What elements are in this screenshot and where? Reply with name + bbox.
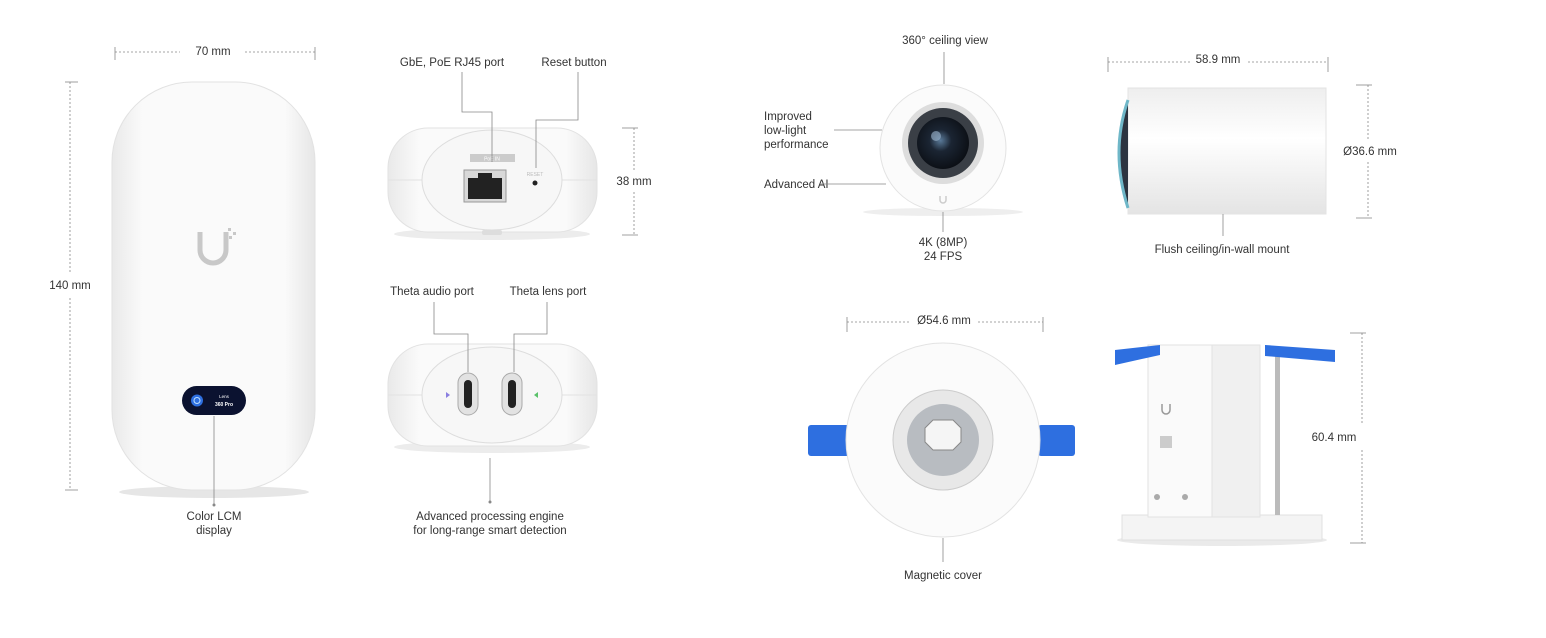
ubiquiti-logo-icon	[197, 228, 236, 266]
lcm-line2: 360 Pro	[215, 402, 233, 408]
reset-button-callout: Reset button	[541, 57, 606, 69]
lcm-display: Lens 360 Pro	[182, 386, 246, 415]
lens-leader	[513, 302, 548, 372]
resolution-callout-1: 4K (8MP)	[919, 237, 968, 249]
leader-dot	[212, 503, 216, 507]
ceiling-view-callout: 360° ceiling view	[902, 35, 988, 47]
lcm-line1: Lens	[219, 394, 230, 399]
reset-silkscreen: RESET	[527, 172, 544, 178]
reset-leader	[535, 72, 579, 168]
clip-right-icon	[1038, 425, 1075, 456]
lowlight-callout-2: low-light	[764, 125, 807, 137]
height-label: 140 mm	[49, 280, 91, 292]
usb-c-lens-port-icon	[501, 372, 523, 416]
lens-module-side	[1127, 87, 1327, 215]
magnetic-cover-callout: Magnetic cover	[904, 570, 982, 582]
audio-indicator-icon	[446, 392, 450, 398]
lowlight-callout-3: performance	[764, 139, 829, 151]
ai-callout: Advanced AI	[764, 179, 829, 191]
lowlight-callout-1: Improved	[764, 111, 812, 123]
lens-dome-icon	[1117, 99, 1130, 209]
lens-diameter-label: Ø36.6 mm	[1343, 146, 1397, 158]
length-dimension	[1107, 57, 1329, 72]
mount-diameter-dimension	[846, 317, 1044, 332]
rj45-port-icon	[463, 169, 507, 203]
ubiquiti-logo-icon	[1161, 404, 1171, 415]
diameter-dimension	[1356, 84, 1372, 219]
port-panel	[421, 346, 563, 444]
mount-screw-icon	[1275, 350, 1280, 515]
mount-height-dimension	[1350, 332, 1366, 544]
depth-dimension	[622, 127, 638, 236]
display-callout-1: Color LCM	[187, 511, 242, 523]
clip-left-icon	[808, 425, 850, 456]
clip-left-side-icon	[1115, 345, 1160, 365]
mount-channel	[1211, 344, 1261, 518]
width-dimension	[114, 47, 316, 60]
audio-leader	[433, 302, 469, 372]
mount-callout: Flush ceiling/in-wall mount	[1155, 244, 1291, 256]
usb-c-audio-port-icon	[457, 372, 479, 416]
mount-opening	[924, 419, 962, 451]
width-label: 70 mm	[195, 46, 230, 58]
mount-base	[1121, 514, 1323, 541]
foot	[482, 230, 502, 235]
camera-lens-icon	[917, 117, 969, 169]
depth-label: 38 mm	[616, 176, 651, 188]
screw-hole	[1182, 494, 1188, 500]
processing-unit-front	[111, 81, 316, 491]
qr-code-icon	[1160, 436, 1172, 448]
height-dimension	[65, 81, 78, 491]
reset-button-icon	[532, 180, 538, 186]
rj45-port-callout: GbE, PoE RJ45 port	[400, 57, 505, 69]
screw-hole	[1154, 494, 1160, 500]
lens-indicator-icon	[534, 392, 538, 398]
resolution-callout-2: 24 FPS	[924, 251, 963, 263]
audio-port-callout: Theta audio port	[390, 286, 475, 298]
leader-dot	[488, 500, 492, 504]
engine-callout-1: Advanced processing engine	[416, 511, 564, 523]
lens-port-callout: Theta lens port	[510, 286, 588, 298]
mount-height-label: 60.4 mm	[1312, 432, 1357, 444]
display-callout-2: display	[196, 525, 232, 537]
engine-callout-2: for long-range smart detection	[413, 525, 566, 537]
clip-right-side-icon	[1265, 345, 1335, 362]
lens-glare	[931, 131, 941, 141]
ubiquiti-logo-icon	[939, 196, 947, 204]
rj45-leader	[461, 72, 493, 162]
length-label: 58.9 mm	[1196, 54, 1241, 66]
mount-diameter-label: Ø54.6 mm	[917, 315, 971, 327]
port-label-plate	[470, 154, 515, 162]
